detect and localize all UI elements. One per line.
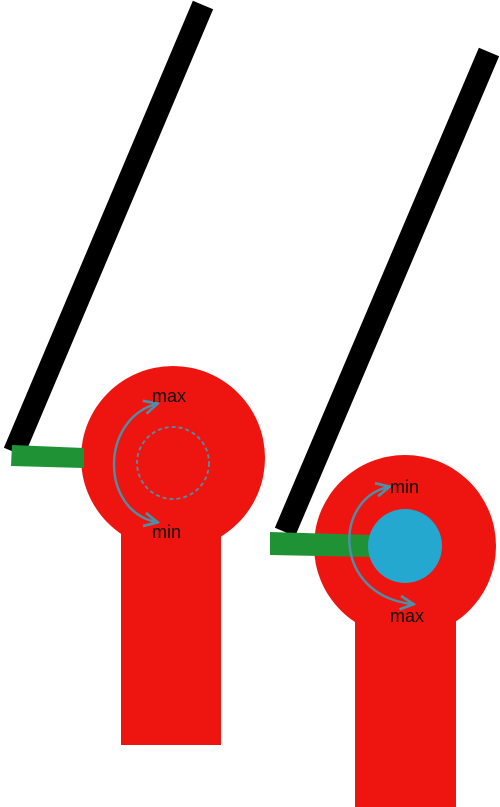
- top-label: min: [390, 477, 419, 497]
- linkage-bar: [11, 445, 84, 468]
- mount-stem: [355, 610, 456, 807]
- lever-rod: [3, 0, 214, 457]
- bottom-label: max: [390, 606, 424, 626]
- rotation-arrow: [112, 404, 156, 522]
- lever-rod: [274, 47, 500, 537]
- hub-filled: [368, 509, 442, 583]
- top-label: max: [152, 386, 186, 406]
- assembly-left: max min: [3, 0, 265, 745]
- rotation-arrow: [348, 487, 412, 604]
- bottom-label: min: [152, 522, 181, 542]
- mount-stem: [121, 520, 221, 745]
- hub-outline-dashed: [136, 426, 210, 500]
- assembly-right: min max: [270, 47, 500, 807]
- linkage-bar: [270, 532, 371, 557]
